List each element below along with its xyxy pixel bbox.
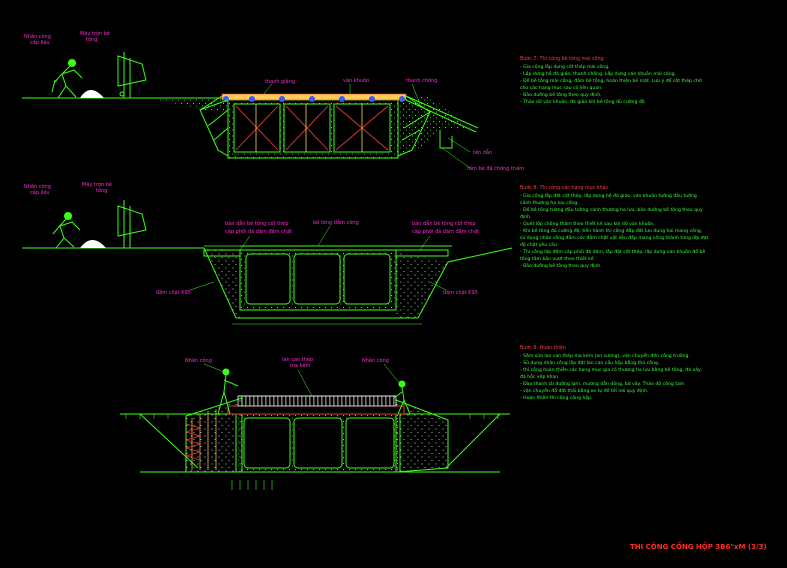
material-pile	[80, 90, 104, 98]
stage1-note: cho các hạng mục sau có liên quan.	[520, 84, 603, 91]
stage1-note: - Gia công lắp dựng cốt thép mái cống.	[520, 63, 610, 70]
stage2-note: tông tấm bản vượt theo thiết kế.	[520, 255, 595, 262]
stage3-note: - Đào thanh lái đường lạm, mương dẫn dòn…	[520, 380, 685, 387]
stage2-note: - Gia công lắp đặt cốt thép, lắp dựng hệ…	[520, 191, 697, 199]
stage1-diagram	[22, 52, 479, 169]
culvert-stage1	[221, 93, 407, 159]
culvert-stage2	[239, 249, 397, 311]
guard-rail	[237, 395, 397, 407]
stage2-label-left-bottom: cấp phối đá dăm đầm chặt	[225, 227, 292, 235]
stage1-note: - Tháo dỡ ván khuôn, đà giáo khi bê tông…	[520, 98, 646, 105]
stage1-label-formwork: ván khuôn	[343, 77, 369, 84]
stage2-note: sử dụng nhân công đầm cóc đầm chặt vật l…	[520, 233, 709, 241]
stage2-label-right-bottom: cấp phối đá dăm đầm chặt	[412, 227, 479, 235]
stage2-note: cánh thượng hạ lưu cống.	[520, 199, 579, 206]
stage1-label-tie: thanh giằng	[265, 78, 295, 85]
stage2-note: - Quét lớp chống thấm theo thiết kế sau …	[520, 220, 655, 227]
stage1-notes: Bước 7: Thi công bê tông mái cống - Gia …	[520, 55, 702, 105]
drawing-title: THI CÔNG CỐNG HỘP 3B6"xM (3/3)	[630, 541, 767, 551]
line: Nhân công	[24, 33, 51, 40]
stage2-label-left-top: bản dẫn bê tông cốt thép	[225, 220, 289, 227]
material-pile	[80, 240, 106, 248]
stage1-note: - Đổ bê tông mái cống, đầm bê tông, hoàn…	[520, 76, 702, 84]
stage2-note: - Khi bê tông đủ cường độ, tiến hành thi…	[520, 227, 703, 234]
stage3-label-left: Nhân công	[185, 357, 212, 364]
stage1-label-rail: tên dẫn	[473, 149, 492, 156]
stage2-label-center: bê tông đầm công	[313, 218, 359, 226]
stage2-note: - Bảo dưỡng bê tông theo quy định.	[520, 262, 602, 269]
worker-figure	[393, 380, 411, 415]
stage2-note: độ chặt yêu cầu.	[520, 240, 558, 248]
worker-figure	[52, 212, 81, 249]
stage3-note: - Hoàn thiện thi công cống hộp.	[520, 394, 593, 401]
stage1-note: - Bảo dưỡng bê tông theo quy định.	[520, 91, 602, 98]
stage2-notes: Bước 8: Thi công các hạng mục khác - Gia…	[520, 184, 709, 269]
stage2-note: - Đổ bê tông tường đầu tường cánh thượng…	[520, 205, 703, 213]
stage2-label-right-soil: đầm chặt K95	[443, 288, 478, 296]
stage2-diagram	[22, 200, 513, 325]
stage3-note: - thi công hoàn thiện các hạng mục gia c…	[520, 366, 703, 373]
stage3-notes-title: Bước 9: Hoàn thiện	[520, 344, 566, 351]
stage1-note: - Lắp dựng hệ đà giáo, thanh chống. Lắp …	[520, 70, 676, 77]
stage2-notes-title: Bước 8: Thi công các hạng mục khác	[520, 184, 609, 191]
stage3-note: - vận chuyển đổ đất thải bằng xe tự đổ t…	[520, 387, 648, 394]
worker-figure	[51, 59, 83, 99]
worker-figure	[217, 368, 239, 415]
stage1-label-brace: thanh chống	[406, 77, 437, 84]
stage3-label-right: Nhân công	[362, 357, 389, 364]
stage2-label-left-soil: đầm chặt K95	[156, 288, 191, 296]
stage3-notes: Bước 9: Hoàn thiện - Sắm sửa lan can thé…	[520, 344, 703, 401]
stage3-diagram	[120, 363, 510, 490]
stage2-label-right-top: bản dẫn bê tông cốt thép	[412, 220, 476, 227]
stage3-note: đá hộc xếp khan.	[520, 373, 560, 380]
culvert-stage3	[235, 411, 401, 473]
stage3-note: - Sắm sửa lan can thép mạ kẽm (an sương)…	[520, 352, 690, 359]
stage2-note: định.	[520, 214, 531, 220]
concrete-mixer	[110, 200, 150, 249]
concrete-mixer	[110, 52, 150, 99]
stage1-label-ramp: tấm bê đá chống thấm	[467, 165, 524, 172]
stage3-note: - Sử dụng nhân công lắp đặt lan can cầu …	[520, 358, 659, 366]
stage1-notes-title: Bước 7: Thi công bê tông mái cống	[520, 55, 604, 62]
stage2-note: - Thi công lớp đệm cấp phối đá dăm, lắp …	[520, 248, 705, 255]
